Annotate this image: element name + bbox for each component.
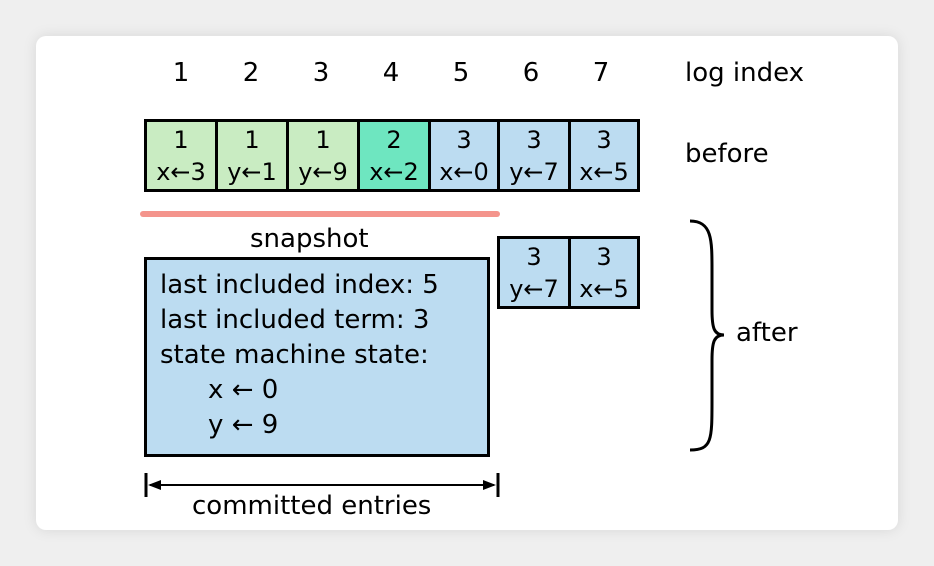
entry-term: 1: [315, 125, 331, 154]
committed-entries-label: committed entries: [192, 491, 432, 521]
log-index-3: 3: [312, 58, 330, 88]
log-index-2: 2: [242, 58, 260, 88]
log-index-5: 5: [452, 58, 470, 88]
snapshot-last-included-index: last included index: 5: [160, 270, 439, 300]
entry-command: x←3: [156, 157, 206, 186]
entry-command: x←5: [579, 157, 629, 186]
snapshot-title: snapshot: [250, 224, 369, 254]
entry-term: 3: [596, 242, 612, 271]
entry-command: y←1: [227, 157, 277, 186]
after-brace: [689, 219, 725, 452]
snapshot-state-x: x ← 0: [208, 375, 279, 405]
entry-term: 1: [173, 125, 189, 154]
snapshot-range-line: [140, 211, 500, 217]
log-index-7: 7: [592, 58, 610, 88]
entry-term: 3: [456, 125, 472, 154]
entry-term: 2: [386, 125, 402, 154]
before-entry-4: 2 x←2: [357, 119, 431, 192]
before-label: before: [685, 139, 769, 169]
committed-entries-arrow: [144, 473, 500, 497]
log-index-1: 1: [172, 58, 190, 88]
snapshot-state-y: y ← 9: [208, 410, 279, 440]
entry-command: x←0: [439, 157, 489, 186]
before-entry-7: 3 x←5: [568, 119, 640, 192]
after-label: after: [736, 318, 798, 348]
entry-command: x←5: [579, 274, 629, 303]
entry-command: y←7: [509, 274, 559, 303]
entry-command: y←9: [298, 157, 348, 186]
snapshot-box: last included index: 5 last included ter…: [144, 257, 490, 457]
snapshot-last-included-term: last included term: 3: [160, 305, 430, 335]
entry-command: x←2: [369, 157, 419, 186]
log-index-4: 4: [382, 58, 400, 88]
entry-term: 3: [526, 242, 542, 271]
before-entry-5: 3 x←0: [428, 119, 500, 192]
entry-command: y←7: [509, 157, 559, 186]
before-entry-1: 1 x←3: [144, 119, 218, 192]
after-entry-6: 3 y←7: [497, 236, 571, 309]
snapshot-state-machine-heading: state machine state:: [160, 340, 429, 370]
entry-term: 1: [244, 125, 260, 154]
entry-term: 3: [596, 125, 612, 154]
before-entry-6: 3 y←7: [497, 119, 571, 192]
after-entry-7: 3 x←5: [568, 236, 640, 309]
entry-term: 3: [526, 125, 542, 154]
log-index-6: 6: [522, 58, 540, 88]
log-index-label: log index: [685, 58, 805, 88]
